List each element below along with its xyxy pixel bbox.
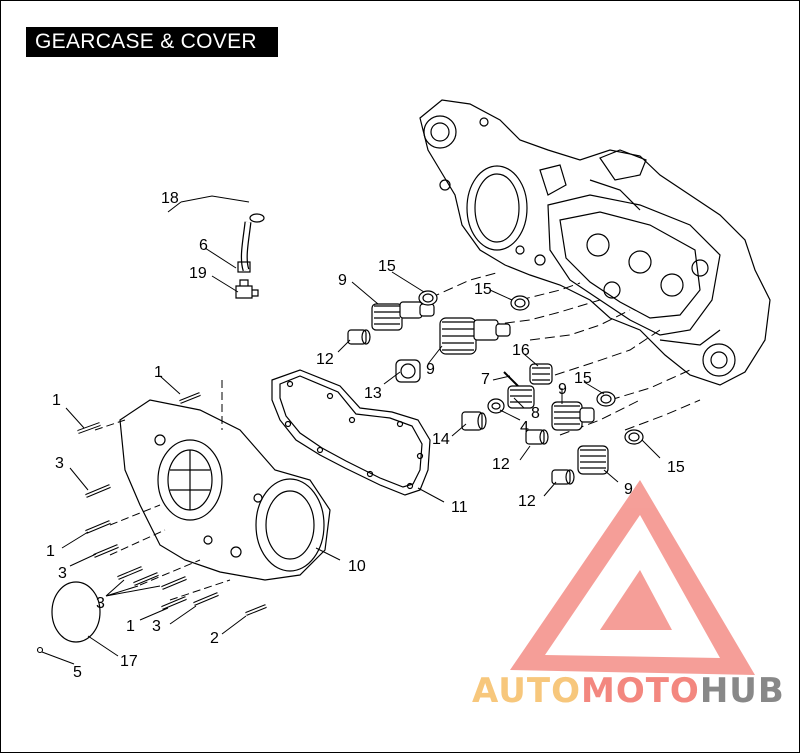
callout-11: 11 — [451, 499, 468, 516]
oil-hose-group — [235, 213, 265, 299]
diagram-title: GEARCASE & COVER — [26, 27, 278, 57]
timing-cover-plug — [51, 581, 101, 643]
callout-9: 9 — [624, 481, 633, 498]
callout-1: 1 — [52, 392, 61, 409]
callout-9: 9 — [426, 361, 435, 378]
callout-1: 1 — [154, 364, 163, 381]
callout-labels: 18 6 19 15 9 15 12 16 9 13 7 9 15 8 4 14… — [46, 190, 685, 681]
callout-2: 2 — [210, 630, 219, 647]
callout-3: 3 — [96, 595, 105, 612]
crankcase — [419, 99, 771, 386]
callout-6: 6 — [199, 237, 208, 254]
callout-16: 16 — [512, 342, 530, 359]
callout-3: 3 — [152, 618, 161, 635]
watermark-part-moto: MOTO — [581, 671, 700, 711]
callout-1: 1 — [126, 618, 135, 635]
callout-8: 8 — [531, 405, 540, 422]
assembly-lines-left — [94, 380, 231, 601]
watermark-part-auto: AUTO — [472, 671, 581, 711]
callout-14: 14 — [432, 431, 450, 448]
callout-15: 15 — [667, 459, 685, 476]
callout-15: 15 — [574, 370, 592, 387]
callout-15: 15 — [474, 281, 492, 298]
callout-7: 7 — [481, 371, 490, 388]
callout-12: 12 — [518, 493, 536, 510]
assembly-lines-right — [429, 271, 701, 436]
callout-17: 17 — [120, 653, 138, 670]
callout-5: 5 — [73, 664, 82, 681]
callout-1: 1 — [46, 543, 55, 560]
callout-12: 12 — [316, 351, 334, 368]
cover-gasket — [271, 369, 431, 496]
leader-lines — [41, 195, 661, 665]
callout-18: 18 — [161, 190, 179, 207]
watermark-logo — [510, 480, 755, 675]
callout-10: 10 — [348, 558, 366, 575]
watermark-text: AUTOMOTOHUB — [472, 671, 785, 711]
cam-gears — [347, 290, 644, 485]
callout-19: 19 — [189, 265, 207, 282]
watermark-part-hub: HUB — [700, 671, 785, 711]
svg-text:AUTOMOTOHUB: AUTOMOTOHUB — [472, 671, 785, 711]
screws — [36, 392, 267, 654]
gearcase-cover — [119, 399, 331, 581]
callout-15: 15 — [378, 258, 396, 275]
callout-12: 12 — [492, 456, 510, 473]
callout-13: 13 — [364, 385, 382, 402]
callout-4: 4 — [520, 419, 529, 436]
callout-9: 9 — [338, 272, 347, 289]
callout-3: 3 — [55, 455, 64, 472]
callout-3: 3 — [58, 565, 67, 582]
callout-9: 9 — [558, 381, 567, 398]
